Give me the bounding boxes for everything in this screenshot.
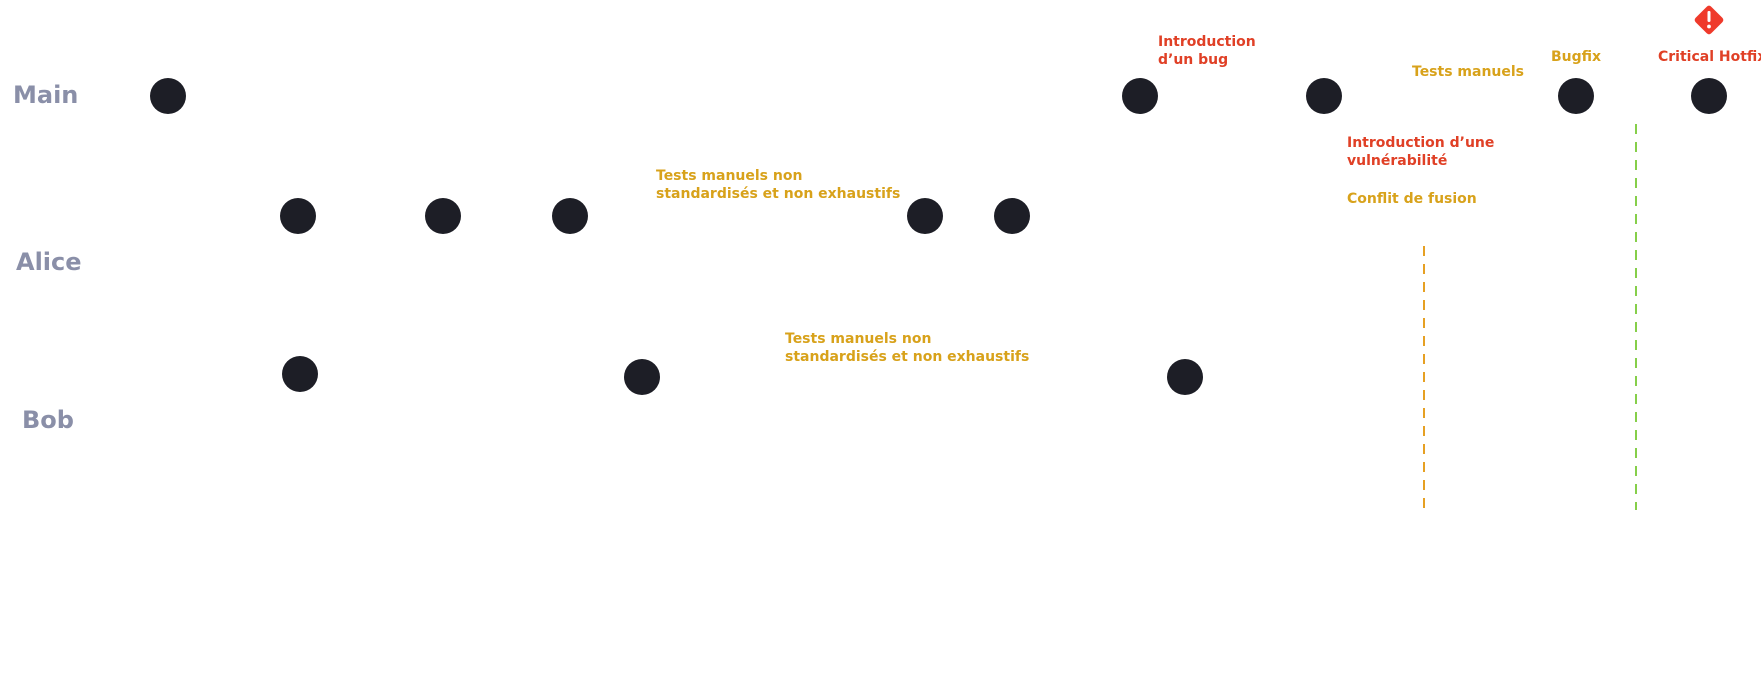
commit-node[interactable] bbox=[425, 198, 461, 234]
alice-tests-line1: Tests manuels non bbox=[656, 168, 803, 184]
alice-tests-note: Tests manuels non standardisés et non ex… bbox=[656, 167, 900, 203]
warning-diamond-icon bbox=[1694, 5, 1724, 35]
lane-label-alice: Alice bbox=[16, 248, 82, 276]
merge-conflict-dashed-line bbox=[1423, 246, 1425, 510]
commit-node[interactable] bbox=[994, 198, 1030, 234]
lane-label-main: Main bbox=[13, 81, 79, 109]
commit-node[interactable] bbox=[1691, 78, 1727, 114]
commit-node[interactable] bbox=[1558, 78, 1594, 114]
commit-node[interactable] bbox=[552, 198, 588, 234]
bob-tests-line2: standardisés et non exhaustifs bbox=[785, 349, 1030, 365]
bob-tests-note: Tests manuels non standardisés et non ex… bbox=[785, 330, 1029, 366]
intro-vulnerability-note: Introduction d’une vulnérabilité bbox=[1347, 134, 1494, 170]
intro-vulnerability-line2: vulnérabilité bbox=[1347, 153, 1448, 169]
hotfix-dashed-line bbox=[1635, 124, 1637, 510]
intro-bug-note: Introduction d’un bug bbox=[1158, 33, 1256, 69]
bugfix-note: Bugfix bbox=[1551, 49, 1602, 65]
commit-node[interactable] bbox=[282, 356, 318, 392]
commit-node[interactable] bbox=[280, 198, 316, 234]
alice-tests-line2: standardisés et non exhaustifs bbox=[656, 186, 901, 202]
lane-label-bob: Bob bbox=[22, 406, 74, 434]
commit-node[interactable] bbox=[1167, 359, 1203, 395]
intro-vulnerability-line1: Introduction d’une bbox=[1347, 135, 1495, 151]
commit-node[interactable] bbox=[907, 198, 943, 234]
intro-bug-line2: d’un bug bbox=[1158, 52, 1229, 68]
critical-hotfix-note: Critical Hotfix bbox=[1658, 49, 1761, 65]
merge-conflict-note: Conflit de fusion bbox=[1347, 191, 1477, 207]
tests-manuels-note: Tests manuels bbox=[1412, 64, 1525, 80]
commit-node[interactable] bbox=[624, 359, 660, 395]
commit-node[interactable] bbox=[1306, 78, 1342, 114]
intro-bug-line1: Introduction bbox=[1158, 34, 1256, 50]
commit-node[interactable] bbox=[150, 78, 186, 114]
bob-tests-line1: Tests manuels non bbox=[785, 331, 932, 347]
commit-node[interactable] bbox=[1122, 78, 1158, 114]
